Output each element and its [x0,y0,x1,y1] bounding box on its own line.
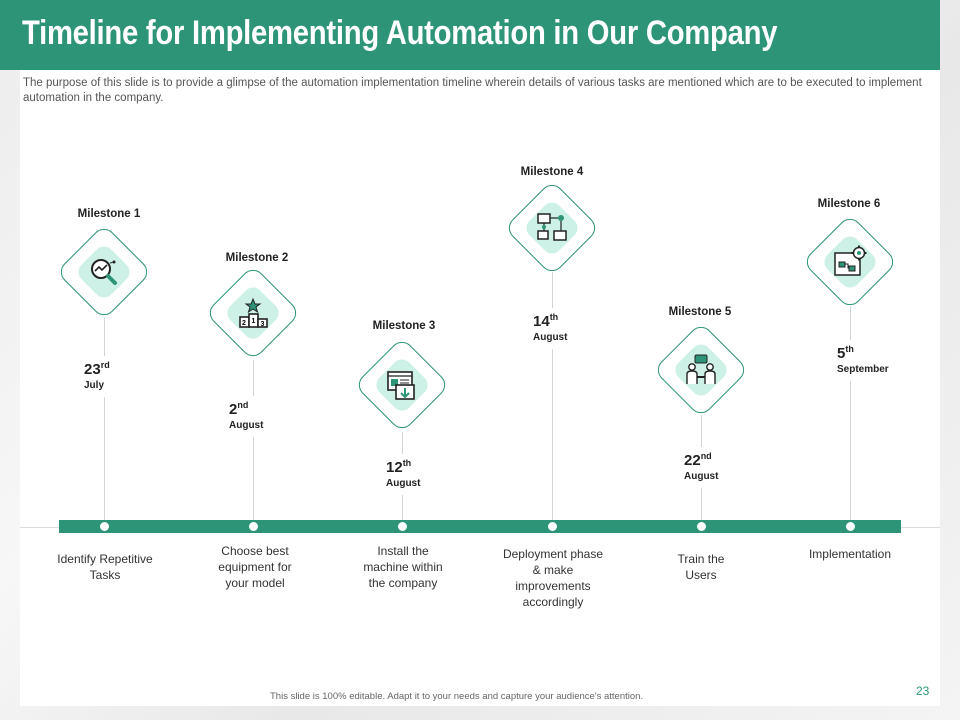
milestone-6-dot [844,521,856,532]
milestone-6-stem [850,306,851,526]
training-icon [686,354,716,384]
timeline-bar [59,520,901,533]
milestone-3-label: Milestone 3 [372,320,436,332]
milestone-1-diamond [55,223,153,321]
milestone-4-diamond [503,179,601,277]
milestone-5-diamond [652,321,750,419]
milestone-1-label: Milestone 1 [77,208,141,220]
milestone-6-diamond [801,213,899,311]
svg-text:3: 3 [261,321,265,328]
milestone-6-date: 5th September [829,340,911,381]
milestone-1-stem [104,318,105,526]
milestone-6-label: Milestone 6 [817,198,881,210]
workflow-gear-icon [834,245,867,276]
slide-description: The purpose of this slide is to provide … [23,77,922,104]
page-title: Timeline for Implementing Automation in … [22,14,778,52]
title-bar: Timeline for Implementing Automation in … [0,0,940,70]
milestone-1-dot [98,521,110,532]
milestone-2-diamond: 2 1 3 [204,264,302,362]
milestone-4-dot [546,521,558,532]
svg-text:2: 2 [242,320,246,327]
milestone-1-date: 23rd July [76,356,118,397]
milestone-4-date: 14th August [525,308,576,349]
milestone-4-stem [552,272,553,526]
milestone-2-date: 2nd August [221,396,272,437]
milestone-3-dot [396,521,408,532]
page-number: 23 [916,684,930,698]
milestone-5-dot [695,521,707,532]
milestone-4-label: Milestone 4 [520,166,584,178]
milestone-5-label: Milestone 5 [668,306,732,318]
svg-text:1: 1 [252,318,256,325]
milestone-5-date: 22nd August [676,447,727,488]
footer-note: This slide is 100% editable. Adapt it to… [270,691,644,702]
milestone-3-diamond [353,336,451,434]
milestone-5-task: Train the Users [677,552,725,582]
install-icon [387,371,415,400]
milestone-3-date: 12th August [378,454,429,495]
slide-canvas [20,0,940,706]
milestone-3-task: Install the machine within the company [363,544,443,590]
milestone-1-task: Identify Repetitive Tasks [57,552,153,582]
analysis-icon [91,259,117,285]
milestone-2-label: Milestone 2 [225,252,289,264]
milestone-6-task: Implementation [808,547,892,561]
milestone-2-task: Choose best equipment for your model [218,544,292,590]
milestone-2-stem [253,360,254,526]
milestone-4-task: Deployment phase & make improvements acc… [502,547,604,609]
milestone-2-dot [247,521,259,532]
network-icon [537,213,567,241]
podium-icon: 2 1 3 [239,297,268,328]
